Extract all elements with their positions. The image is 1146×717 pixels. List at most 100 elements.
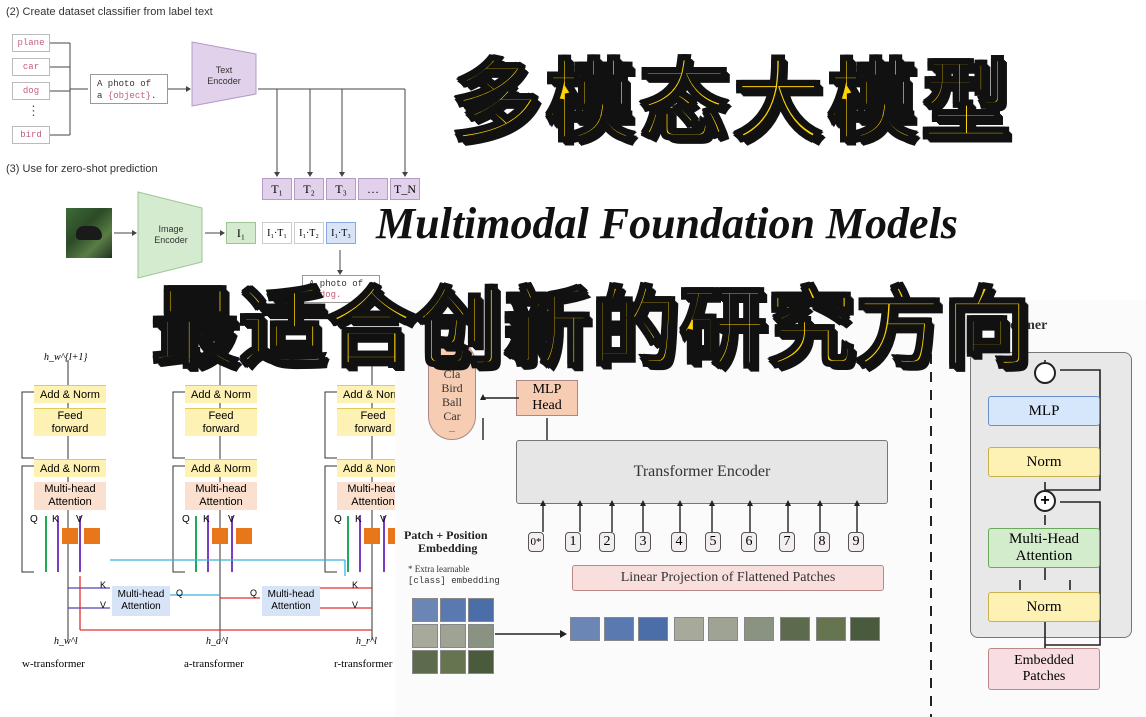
step2-label: (2) Create dataset classifier from label… [6, 6, 213, 18]
patch-number: 9 [848, 532, 864, 552]
flattened-patch [744, 617, 774, 641]
extra-learnable-line1: * Extra learnable [408, 564, 470, 574]
encoder-detail-title: ormer [1010, 318, 1048, 333]
ff-line1: Feed [360, 409, 386, 422]
source-image-patch [468, 650, 494, 674]
class-box: Cla Bird Ball Car ... [428, 340, 476, 440]
mha-line1: Multi-head [44, 483, 96, 495]
output-line2: a dog. [309, 290, 342, 300]
clip-connectors [50, 42, 408, 275]
prediction-output: A photo of a dog. [302, 275, 380, 303]
text-token: T₂ [294, 178, 324, 200]
class-box-dog: dog [12, 82, 50, 100]
r-bottom-label: h_r^l [356, 636, 377, 647]
step3-label: (3) Use for zero-shot prediction [6, 163, 158, 175]
patch-number: 1 [565, 532, 581, 552]
text-token: T_N [390, 178, 420, 200]
patch-position-label: Patch + Position Embedding [404, 529, 488, 555]
product-cell-highlight: I₁·T₃ [326, 222, 356, 244]
embedded-line2: Patches [1022, 669, 1066, 684]
source-image-patch [412, 650, 438, 674]
source-image-patch [412, 624, 438, 648]
image-token: I₁ [226, 222, 256, 244]
mha-line2: Attention [199, 496, 243, 508]
class-line: ... [449, 425, 455, 434]
patch-position-line2: Embedding [418, 541, 478, 555]
text-token: T₁ [262, 178, 292, 200]
prompt-line1: A photo of [97, 79, 152, 89]
orange-block [236, 528, 252, 544]
source-image-patch [440, 650, 466, 674]
mlp-head-line1: MLP [532, 382, 562, 397]
image-encoder-shape [137, 191, 203, 279]
class-ellipsis: ⋮ [27, 103, 40, 118]
text-encoder-label: Text Encoder [207, 65, 241, 86]
w-bottom-label: h_w^l [54, 636, 78, 647]
title-cn-line1: 多模态大模型 [450, 50, 1017, 153]
product-cell: I₁·T₁ [262, 222, 292, 244]
orange-block [62, 528, 78, 544]
encoder-mlp: MLP [988, 396, 1100, 426]
encoder-mha: Multi-Head Attention [988, 528, 1100, 568]
a-bottom-label: h_a^l [206, 636, 228, 647]
cross-k-label: K [352, 580, 359, 590]
text-encoder-shape [191, 41, 257, 107]
add-norm-box: Add & Norm [337, 385, 409, 403]
extra-learnable-line2: [class] embedding [408, 576, 500, 586]
mha-line2: Attention [48, 496, 92, 508]
source-image-patch [412, 598, 438, 622]
cross-v-label: V [352, 600, 359, 610]
flattened-patch [638, 617, 668, 641]
class-box-car: car [12, 58, 50, 76]
text-token: … [358, 178, 388, 200]
qkv-k: K [355, 514, 362, 525]
cross-q-label: Q [250, 588, 258, 598]
title-cn-line2: 最适合创新的研究方向 [151, 279, 1032, 379]
source-image-patch [440, 598, 466, 622]
ff-line2: forward [354, 422, 392, 435]
class-label: car [22, 62, 40, 72]
add-norm-box: Add & Norm [185, 385, 257, 403]
mha-line2: Attention [351, 496, 395, 508]
patch-number: 8 [814, 532, 830, 552]
qkv-k: K [203, 514, 210, 525]
class-line: Bird [441, 381, 463, 395]
mlp-head-line2: Head [532, 398, 562, 413]
ff-line1: Feed [208, 409, 234, 422]
patch-position-line1: Patch + Position [404, 528, 488, 542]
flattened-patch [604, 617, 634, 641]
class-line: Car [443, 409, 461, 423]
class-label: dog [22, 86, 40, 96]
qkv-v: V [380, 514, 387, 525]
qkv-q: Q [182, 514, 190, 525]
transformer-encoder: Transformer Encoder [516, 440, 888, 504]
encoder-norm-top: Norm [988, 447, 1100, 477]
flattened-patch [780, 617, 810, 641]
cross-mha-box-left: Multi-head Attention [112, 586, 170, 616]
ff-line2: forward [51, 422, 89, 435]
flattened-patch [850, 617, 880, 641]
w-transformer-label: w-transformer [22, 658, 85, 670]
source-image-patch [468, 598, 494, 622]
encoder-plus-middle: + [1034, 490, 1056, 512]
r-top-label: h_r^{l+1} [342, 356, 383, 367]
cross-mha-box-right: Multi-head Attention [262, 586, 320, 616]
encoder-plus-top [1034, 362, 1056, 384]
flattened-patch [570, 617, 600, 641]
qkv-v: V [76, 514, 83, 525]
patch-number: 6 [741, 532, 757, 552]
encoder-mha-line2: Attention [1015, 548, 1073, 564]
qkv-v: V [228, 514, 235, 525]
patch-number: 0* [528, 532, 544, 552]
w-top-label: h_w^{l+1} [44, 352, 88, 363]
flattened-patch [674, 617, 704, 641]
prompt-line2: a {object}. [97, 90, 161, 102]
add-norm-box: Add & Norm [34, 385, 106, 403]
prompt-post: . [151, 91, 157, 101]
class-label: plane [17, 38, 45, 48]
product-cell: I₁·T₂ [294, 222, 324, 244]
ff-line1: Feed [57, 409, 83, 422]
qkv-k: K [52, 514, 59, 525]
